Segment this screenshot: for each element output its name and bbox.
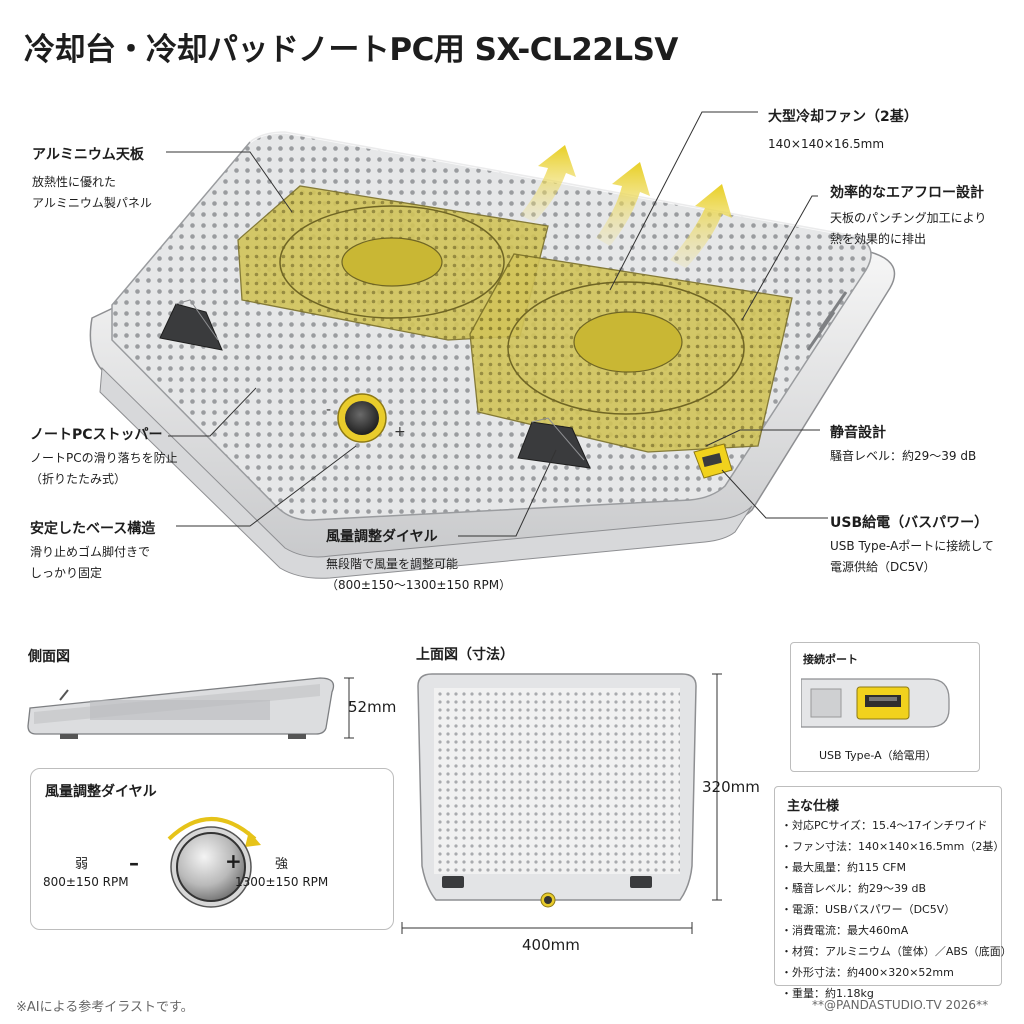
callout-airflow-line-1: 天板のパンチング加工により [830,211,987,225]
dial-panel-plus: + [225,849,242,873]
callout-usb-line-1: USB Type-Aポートに接続して [830,539,994,553]
fan-right [469,253,793,453]
dial-panel-title: 風量調整ダイヤル [45,784,157,800]
callout-fans: 大型冷却ファン（2基） 140×140×16.5mm [768,106,918,155]
callout-quiet: 静音設計 騒音レベル：約29～39 dB [830,422,976,467]
airflow-arrows [520,145,732,268]
page-title: 冷却台・冷却パッドノートPC用 SX-CL22LSV [24,32,678,68]
callout-base-line-2: しっかり固定 [30,566,103,580]
port-panel-title: 接続ポート [803,653,858,666]
callout-aluminum-title: アルミニウム天板 [32,147,144,163]
specs-panel: 主な仕様 ・対応PCサイズ：15.4～17インチワイド ・ファン寸法：140×1… [774,786,1012,1000]
dial-panel-knob [167,817,261,908]
callout-aluminum-line-2: アルミニウム製パネル [32,196,152,210]
stopper-left [159,299,223,351]
dial-panel-low-rpm: 800±150 RPM [43,875,129,889]
dial-panel: 風量調整ダイヤル – + 弱 800±150 RPM 強 1300±150 RP… [30,768,394,930]
spec-item: ・消費電流：最大460mA [781,924,909,937]
dial-panel-minus: – [129,851,139,875]
spec-item: ・ファン寸法：140×140×16.5mm（2基） [781,840,1005,853]
top-view-drawing [401,673,722,934]
callout-usb: USB給電（バスパワー） USB Type-Aポートに接続して 電源供給（DC5… [830,512,994,578]
callout-stopper-line-1: ノートPCの滑り落ちを防止 [30,451,178,465]
top-view-width: 400mm [522,936,580,954]
top-view-height: 320mm [702,778,760,796]
spec-item: ・騒音レベル：約29～39 dB [781,882,927,895]
footer-credit: **@PANDASTUDIO.TV 2026** [812,998,989,1012]
dial-panel-low-label: 弱 [75,857,89,872]
callout-dial-line-1: 無段階で風量を調整可能 [326,557,459,571]
spec-item: ・材質：アルミニウム（筐体）／ABS（底面） [781,945,1012,958]
callout-base-title: 安定したベース構造 [30,521,156,537]
spec-item: ・対応PCサイズ：15.4～17インチワイド [781,819,988,832]
spec-item: ・外形寸法：約400×320×52mm [781,966,954,979]
callout-quiet-title: 静音設計 [830,425,886,441]
callout-fans-line-1: 140×140×16.5mm [768,137,885,151]
callout-usb-line-2: 電源供給（DC5V） [830,560,936,574]
usb-port [693,443,733,479]
top-view-title: 上面図（寸法） [416,647,514,663]
callout-aluminum: アルミニウム天板 放熱性に優れた アルミニウム製パネル [32,144,152,214]
callout-airflow-line-2: 熱を効果的に排出 [830,232,927,246]
callout-aluminum-line-1: 放熱性に優れた [32,175,117,189]
port-panel-caption: USB Type-A（給電用） [819,749,937,762]
callout-stopper-line-2: （折りたたみ式） [30,472,127,486]
callout-base-line-1: 滑り止めゴム脚付きで [30,545,151,559]
port-drawing [801,678,950,728]
specs-title: 主な仕様 [787,799,840,814]
side-view-height: 52mm [348,698,397,716]
stopper-right [517,417,591,469]
callout-dial-title: 風量調整ダイヤル [326,529,438,545]
callout-airflow: 効率的なエアフロー設計 天板のパンチング加工により 熱を効果的に排出 [830,182,986,250]
dial-knob [337,393,387,443]
callout-dial-line-2: （800±150～1300±150 RPM） [326,578,512,592]
spec-item: ・重量：約1.18kg [781,987,874,1000]
callout-dial: 風量調整ダイヤル 無段階で風量を調整可能 （800±150～1300±150 R… [326,526,511,596]
port-panel: 接続ポート USB Type-A（給電用） [790,642,980,772]
callout-stopper-title: ノートPCストッパー [30,427,163,443]
callout-fans-title: 大型冷却ファン（2基） [768,109,918,125]
dial-panel-high-label: 強 [275,857,289,872]
spec-item: ・最大風量：約115 CFM [781,861,906,874]
callout-airflow-title: 効率的なエアフロー設計 [830,185,984,201]
side-view-drawing [27,677,354,739]
callout-quiet-line-1: 騒音レベル：約29～39 dB [830,449,977,463]
dial-panel-high-rpm: 1300±150 RPM [235,875,329,889]
leader-lines [166,111,828,537]
callout-usb-title: USB給電（バスパワー） [830,515,989,531]
specs-list: ・対応PCサイズ：15.4～17インチワイド ・ファン寸法：140×140×16… [781,815,1012,1004]
dial-minus-mark: - [326,402,331,418]
footer-note: ※AIによる参考イラストです。 [16,1000,194,1015]
callout-base: 安定したベース構造 滑り止めゴム脚付きで しっかり固定 [30,518,155,584]
side-view-title: 側面図 [28,649,70,665]
callout-stopper: ノートPCストッパー ノートPCの滑り落ちを防止 （折りたたみ式） [30,424,178,490]
spec-item: ・電源：USBバスパワー（DC5V） [781,903,956,916]
dial-plus-mark: + [394,424,406,440]
